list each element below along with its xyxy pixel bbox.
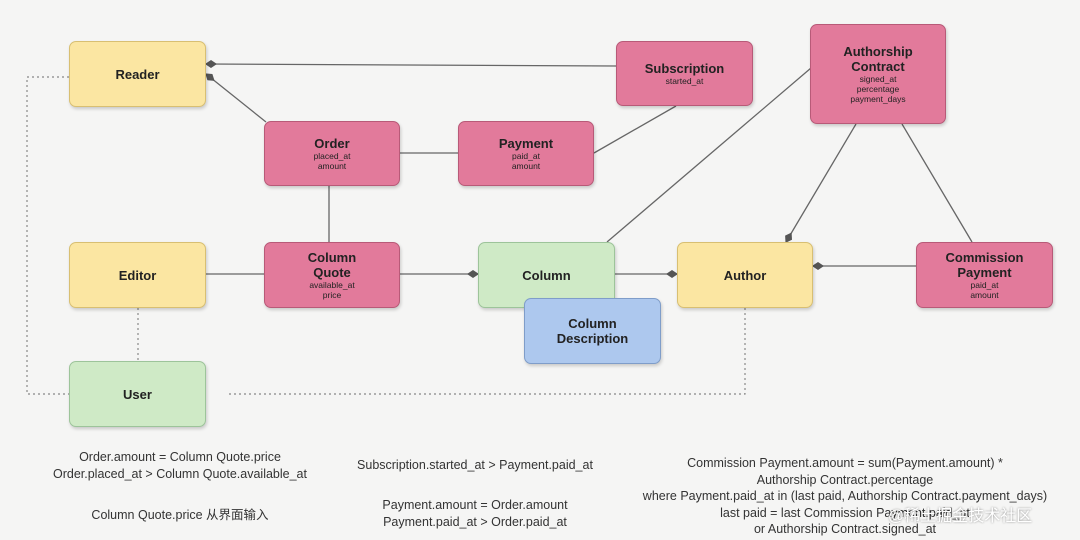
note-price-input: Column Quote.price 从界面输入 <box>30 507 330 524</box>
entity-order[interactable]: Order placed_at amount <box>264 121 400 186</box>
entity-commission-payment-attr: paid_at <box>970 280 999 290</box>
entity-authorship-contract-attr: payment_days <box>850 94 906 104</box>
note-line: Payment.paid_at > Order.paid_at <box>383 514 567 529</box>
link-column-contract <box>606 67 812 243</box>
link-subscription-reader <box>205 60 617 69</box>
entity-authorship-contract-attr: signed_at <box>859 74 897 84</box>
entity-reader[interactable]: Reader <box>69 41 206 107</box>
entity-editor[interactable]: Editor <box>69 242 206 308</box>
note-line: Order.amount = Column Quote.price <box>79 450 281 464</box>
entity-commission-payment-title: Commission Payment <box>945 250 1024 280</box>
entity-payment-attr: paid_at <box>512 151 540 161</box>
entity-payment[interactable]: Payment paid_at amount <box>458 121 594 186</box>
entity-column[interactable]: Column <box>478 242 615 308</box>
entity-user[interactable]: User <box>69 361 206 427</box>
link-payment-subscription <box>593 105 677 154</box>
note-line: Commission Payment.amount = sum(Payment.… <box>687 456 1003 470</box>
entity-authorship-contract-attr: percentage <box>856 84 900 94</box>
note-subscription-rule: Subscription.started_at > Payment.paid_a… <box>330 457 620 474</box>
entity-column-quote[interactable]: Column Quote available_at price <box>264 242 400 308</box>
entity-subscription-attr: started_at <box>665 76 704 86</box>
entity-payment-attr: amount <box>511 161 541 171</box>
entity-order-title: Order <box>314 136 350 151</box>
dotted-user-author <box>229 308 746 395</box>
entity-subscription-title: Subscription <box>644 61 725 76</box>
link-contract-commission <box>901 123 973 243</box>
note-line: Order.placed_at > Column Quote.available… <box>53 466 307 481</box>
entity-commission-payment-attr: amount <box>970 290 999 300</box>
note-line: Payment.amount = Order.amount <box>382 498 568 512</box>
entity-column-title: Column <box>522 267 571 283</box>
note-line: Subscription.started_at > Payment.paid_a… <box>357 458 593 472</box>
entity-column-quote-attr: price <box>322 290 342 300</box>
entity-commission-payment[interactable]: Commission Payment paid_at amount <box>916 242 1053 308</box>
entity-editor-title: Editor <box>118 267 157 283</box>
note-payment-rules: Payment.amount = Order.amount Payment.pa… <box>330 497 620 530</box>
watermark: @稀土掘金技术社区 <box>888 508 1033 525</box>
entity-order-attr: placed_at <box>313 151 351 161</box>
note-line: Authorship Contract.percentage <box>756 472 934 487</box>
entity-author[interactable]: Author <box>677 242 813 308</box>
entity-subscription[interactable]: Subscription started_at <box>616 41 753 106</box>
note-line: or Authorship Contract.signed_at <box>753 522 937 536</box>
entity-column-quote-title: Column Quote <box>307 250 357 280</box>
entity-payment-title: Payment <box>498 136 554 151</box>
entity-column-description-title: Column Description <box>556 316 629 346</box>
entity-authorship-contract-title: Authorship Contract <box>843 44 913 74</box>
entity-order-attr: amount <box>317 161 347 171</box>
note-order-rules: Order.amount = Column Quote.price Order.… <box>30 449 330 482</box>
entity-reader-title: Reader <box>115 66 160 82</box>
entity-author-title: Author <box>723 267 767 283</box>
note-commission-rules: Commission Payment.amount = sum(Payment.… <box>610 455 1080 538</box>
note-line: Column Quote.price 从界面输入 <box>91 508 269 522</box>
entity-column-description[interactable]: Column Description <box>524 298 661 364</box>
entity-authorship-contract[interactable]: Authorship Contract signed_at percentage… <box>810 24 946 124</box>
entity-column-quote-attr: available_at <box>309 280 355 290</box>
note-line: last paid = last Commission Payment.paid… <box>720 505 970 520</box>
link-order-reader <box>205 73 267 123</box>
link-contract-author <box>785 123 857 243</box>
entity-user-title: User <box>123 386 152 402</box>
note-line: where Payment.paid_at in (last paid, Aut… <box>642 489 1048 503</box>
dotted-user-reader <box>26 76 70 395</box>
